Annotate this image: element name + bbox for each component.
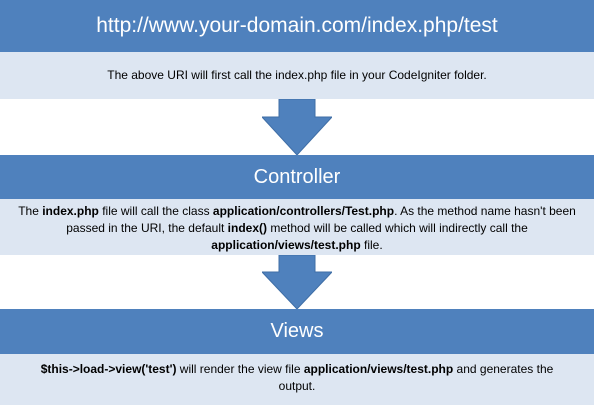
controller-desc-text-3: . As the method name hasn't been passed … — [66, 204, 576, 235]
views-desc-text-2: and generates the output. — [278, 362, 554, 393]
uri-description-text: The above URI will first call the index.… — [107, 68, 487, 82]
uri-header: http://www.your-domain.com/index.php/tes… — [0, 0, 594, 53]
controller-desc-bold-4: application/views/test.php — [211, 238, 361, 252]
down-arrow-2 — [262, 255, 332, 309]
controller-header-text: Controller — [253, 166, 341, 188]
controller-desc-text-1: The — [18, 204, 43, 218]
down-arrow-1 — [262, 99, 332, 155]
controller-desc-bold-2: application/controllers/Test.php — [212, 204, 395, 218]
controller-desc-bold-1: index.php — [42, 204, 99, 218]
controller-header: Controller — [0, 155, 594, 200]
views-description: $this->load->view('test') will render th… — [0, 354, 594, 405]
controller-desc-text-5: file. — [360, 238, 383, 252]
views-desc-text-1: will render the view file — [176, 362, 304, 376]
uri-description: The above URI will first call the index.… — [0, 52, 594, 99]
views-desc-bold-2: application/views/test.php — [303, 362, 454, 376]
views-header-text: Views — [270, 320, 324, 342]
controller-desc-text-2: file will call the class — [98, 204, 213, 218]
views-header: Views — [0, 309, 594, 355]
uri-header-text: http://www.your-domain.com/index.php/tes… — [96, 14, 498, 37]
views-desc-bold-1: $this->load->view('test') — [40, 362, 177, 376]
controller-desc-bold-3: index() — [227, 221, 267, 235]
controller-desc-text-4: method will be called which will indirec… — [267, 221, 528, 235]
controller-description: The index.php file will call the class a… — [0, 199, 594, 255]
